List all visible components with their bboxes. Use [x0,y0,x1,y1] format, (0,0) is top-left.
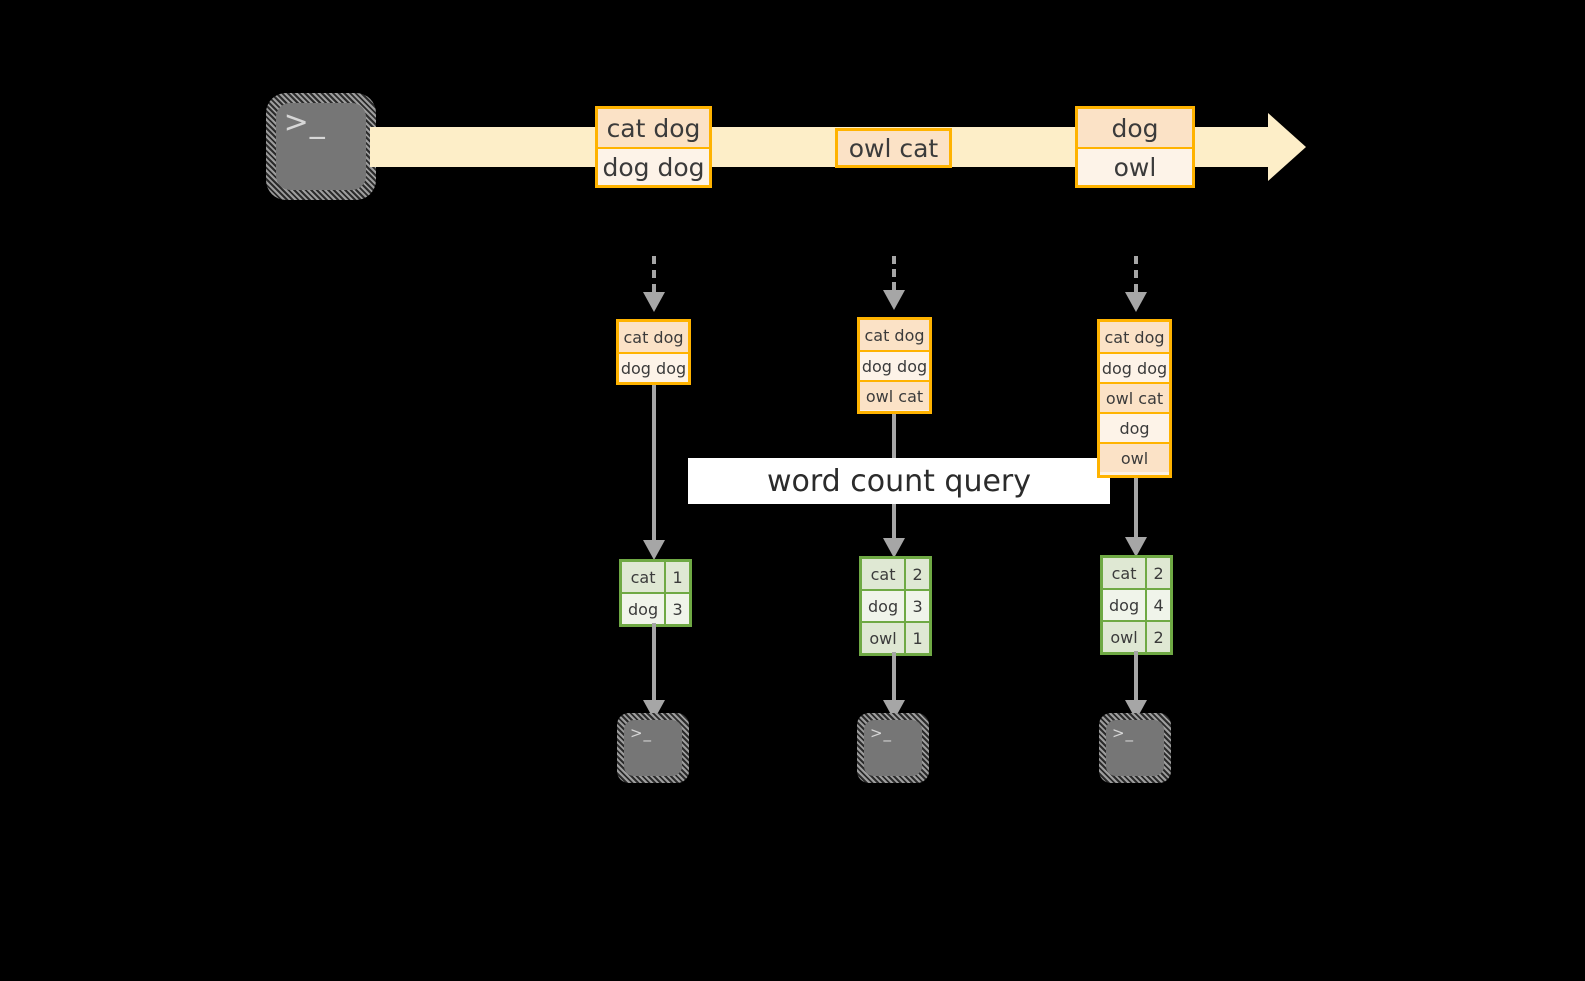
inbox-line: dog dog [1100,352,1169,382]
message-line: cat dog [598,109,709,147]
result-row: owl 1 [862,621,929,653]
sink-terminal-icon: >_ [857,713,929,783]
inbox-line: dog dog [860,350,929,380]
snapshot-inbox-table: cat dog dog dog owl cat [857,317,932,414]
word-count-result-table: cat 1 dog 3 [619,559,692,627]
sink-terminal-icon: >_ [1099,713,1171,783]
inbox-line: owl [1100,442,1169,472]
terminal-screen [864,720,922,776]
result-count: 2 [1147,558,1170,588]
inbox-line: cat dog [1100,322,1169,352]
result-word: dog [1103,590,1148,620]
stream-arrow-head [1268,113,1306,181]
stream-to-inbox-connector [892,256,896,290]
inbox-line: owl cat [1100,382,1169,412]
result-word: owl [1103,622,1148,652]
snapshot-inbox-table: cat dog dog dog owl cat dog owl [1097,319,1172,478]
inbox-line: dog [1100,412,1169,442]
result-count: 2 [906,559,929,589]
result-count: 3 [906,591,929,621]
terminal-screen [624,720,682,776]
result-row: dog 3 [862,589,929,621]
result-count: 1 [666,562,689,592]
result-row: owl 2 [1103,620,1170,652]
connector-arrow-head [883,290,905,310]
message-line: owl cat [838,131,949,165]
stream-batch-box: owl cat [835,128,952,168]
result-row: dog 4 [1103,588,1170,620]
inbox-to-result-connector [1134,478,1138,537]
inbox-line: cat dog [619,322,688,352]
stream-batch-box: cat dog dog dog [595,106,712,188]
sink-terminal-icon: >_ [617,713,689,783]
query-label-band: word count query [688,458,1110,504]
message-line: dog [1078,109,1192,147]
terminal-screen [1106,720,1164,776]
message-line: owl [1078,147,1192,185]
inbox-line: owl cat [860,380,929,410]
stream-to-inbox-connector [1134,256,1138,292]
result-row: dog 3 [622,592,689,624]
result-row: cat 2 [1103,558,1170,588]
source-terminal-icon: >_ [266,93,376,200]
result-word: owl [862,623,907,653]
connector-arrow-head [1125,537,1147,557]
connector-arrow-head [883,538,905,558]
inbox-line: cat dog [860,320,929,350]
result-word: cat [1103,558,1148,588]
inbox-to-result-connector [652,385,656,540]
terminal-screen [276,103,366,190]
result-row: cat 2 [862,559,929,589]
result-word: dog [862,591,907,621]
terminal-prompt-glyph: >_ [1111,723,1135,742]
connector-arrow-head [643,292,665,312]
result-to-sink-connector [1134,651,1138,700]
query-label: word count query [766,463,1032,499]
snapshot-inbox-table: cat dog dog dog [616,319,691,385]
connector-arrow-head [1125,292,1147,312]
result-word: dog [622,594,667,624]
word-count-result-table: cat 2 dog 3 owl 1 [859,556,932,656]
word-count-result-table: cat 2 dog 4 owl 2 [1100,555,1173,655]
terminal-prompt-glyph: >_ [629,723,653,742]
result-to-sink-connector [892,652,896,700]
result-count: 1 [906,623,929,653]
inbox-line: dog dog [619,352,688,382]
result-word: cat [862,559,907,589]
connector-arrow-head [643,540,665,560]
terminal-prompt-glyph: >_ [869,723,893,742]
result-count: 3 [666,594,689,624]
stream-to-inbox-connector [652,256,656,292]
message-line: dog dog [598,147,709,185]
result-count: 2 [1147,622,1170,652]
result-word: cat [622,562,667,592]
result-to-sink-connector [652,623,656,700]
stream-batch-box: dog owl [1075,106,1195,188]
result-count: 4 [1147,590,1170,620]
terminal-prompt-glyph: >_ [283,104,326,140]
result-row: cat 1 [622,562,689,592]
